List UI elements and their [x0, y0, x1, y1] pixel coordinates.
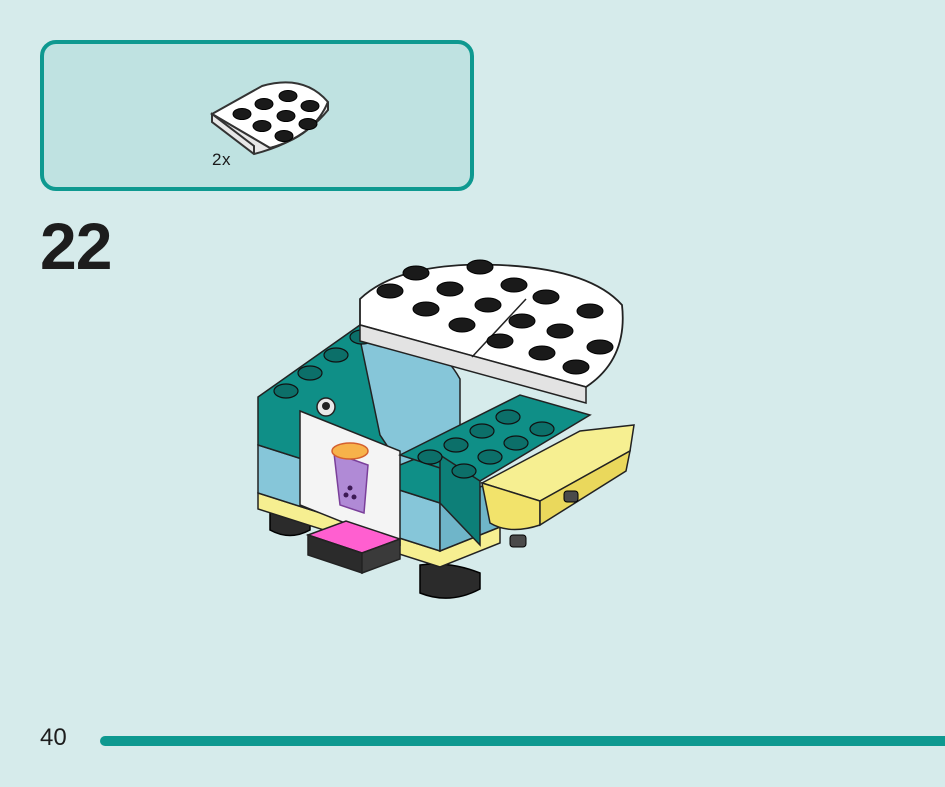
page-number: 40: [40, 724, 67, 751]
progress-bar: [100, 736, 945, 746]
white-round-corner-plate-icon: [209, 81, 330, 156]
part-quantity: 2x: [212, 150, 231, 169]
step-number: 22: [40, 209, 112, 283]
bubble-tea-cart-model: [257, 259, 635, 599]
parts-callout: 2x: [40, 40, 474, 191]
progress-fill: [100, 736, 945, 746]
